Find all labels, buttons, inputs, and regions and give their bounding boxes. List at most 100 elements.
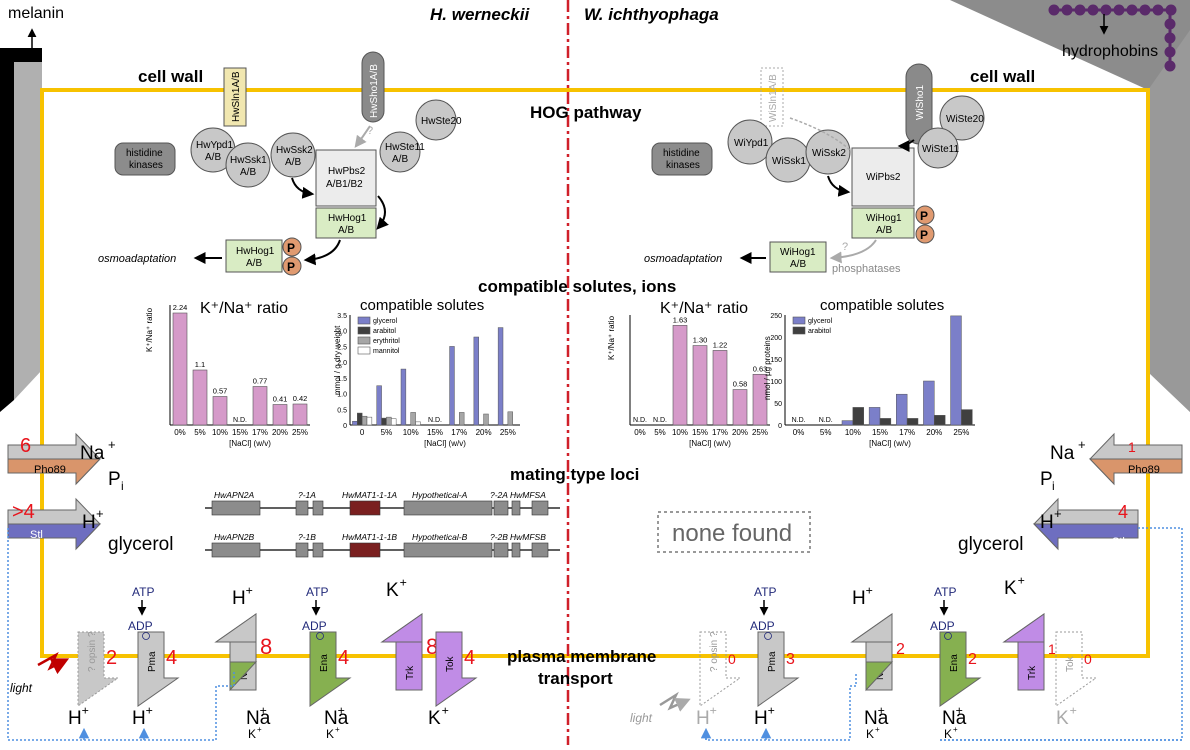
- chart-xtick-0-6: 25%: [292, 428, 308, 437]
- chart-datalabel-0-3: N.D.: [233, 417, 247, 424]
- ena-right-na-ion: Na: [942, 708, 967, 729]
- chart-bar-1-0-5: [473, 336, 479, 426]
- chart-xtick-0-5: 20%: [272, 428, 288, 437]
- svg-text:Na: Na: [80, 443, 105, 464]
- arrow-wisho1-pbs2: [897, 139, 915, 152]
- hydrophobin-bead-8: [1152, 4, 1164, 16]
- wissk2-label: WiSsk2: [812, 148, 846, 159]
- chart-datalabel-0-6: 0.42: [293, 394, 308, 403]
- chart-bar-1-2-6: [507, 411, 513, 426]
- svg-text:Stl: Stl: [1112, 536, 1125, 548]
- chart-bar-1-2-5: [483, 413, 489, 426]
- ena-left-atp: ATP: [306, 585, 328, 599]
- opsin-left-count: 2: [106, 647, 117, 669]
- chart-xtick-0-1: 5%: [194, 428, 206, 437]
- pma-left-adp: ADP: [128, 619, 153, 633]
- wipbs2-box: [851, 147, 915, 207]
- chart-bar-1-1-1: [381, 417, 387, 426]
- mating-label-1-5: HwMFSB: [510, 532, 546, 542]
- mating-gene-1-6: [511, 542, 521, 558]
- hog-pathway-heading: HOG pathway: [530, 103, 642, 122]
- chart-ytick-3-1: 50: [774, 401, 782, 408]
- chart-title-1: compatible solutes: [360, 297, 484, 314]
- hwste20-label: HwSte20: [421, 116, 462, 127]
- chart-bar-3-1-2: [852, 407, 864, 426]
- chart-xtick-3-1: 5%: [820, 428, 832, 437]
- chart-xtick-2-6: 25%: [752, 428, 768, 437]
- trk-left-count: 8: [426, 634, 438, 659]
- chart-xlabel-3: [NaCl] (w/v): [869, 439, 911, 448]
- chart-title-0: K⁺/Na⁺ ratio: [200, 300, 288, 317]
- chart-ytick-3-3: 150: [770, 357, 782, 364]
- ena-right-label: Ena: [949, 654, 960, 672]
- species-right-title: W. ichthyophaga: [584, 5, 719, 24]
- ena-left-adp: ADP: [302, 619, 327, 633]
- chart-datalabel-2-4: 1.22: [713, 340, 728, 349]
- chart-bar-3-1-4: [906, 418, 919, 426]
- chart-bar-1-0-6: [497, 327, 504, 426]
- chart-legend-swatch-3-1: [792, 326, 806, 335]
- cell-wall-label-right: cell wall: [970, 67, 1035, 86]
- hwsln1-box: [223, 67, 247, 127]
- chart-datalabel-2-0: N.D.: [633, 417, 647, 424]
- arrow-pbs2-hog1: [376, 195, 389, 230]
- cell-wall-left-black: [0, 48, 42, 412]
- svg-text:+: +: [96, 506, 104, 521]
- mating-gene-0-4: [403, 500, 493, 516]
- ena-left-na-ion-sub: K: [326, 727, 334, 741]
- svg-text:+: +: [108, 437, 116, 452]
- tok-right-body: [1055, 631, 1098, 707]
- hwsho1-box: [361, 51, 385, 123]
- pho89-count-right: 1: [1128, 439, 1136, 455]
- phospho-2-left: [282, 256, 302, 276]
- chart-bar-2-3: [692, 345, 708, 426]
- chart-ytick-1-0: 0: [343, 423, 347, 430]
- hwsln1-label: HwSln1A/B: [231, 71, 242, 122]
- hwhog1p-sub: A/B: [246, 258, 262, 269]
- svg-text:+: +: [1054, 506, 1062, 521]
- nha-left-na-ion-sub: K: [248, 727, 256, 741]
- hydrophobin-bead-11: [1164, 32, 1176, 44]
- pma-left-ion: H: [132, 708, 146, 729]
- chart-xtick-0-3: 15%: [232, 428, 248, 437]
- nha-right-na-ion-plus: +: [878, 704, 885, 718]
- chart-bar-3-0-6: [950, 315, 962, 426]
- mating-gene-0-7: [531, 500, 549, 516]
- osmoadaptation-label-left: osmoadaptation: [98, 253, 176, 265]
- hog-pathway-right: WiSln1A/B WiSho1 WiSte20 WiSte11 WiYpd1 …: [644, 63, 985, 275]
- kinases-label-right: kinases: [666, 160, 700, 171]
- ena-right-count: 2: [968, 651, 977, 668]
- nha-left-na-ion-sub-plus: +: [257, 725, 262, 734]
- trk-left-k-ion-plus: +: [400, 576, 407, 590]
- ena-left-na-ion: Na: [324, 708, 349, 729]
- chart-bar-1-2-1: [386, 416, 392, 426]
- hydrophobin-bead-7: [1139, 4, 1151, 16]
- pma-left-pi-circle: [142, 632, 150, 640]
- nha-left-tip: [214, 613, 257, 643]
- wisho1-label: WiSho1: [915, 85, 926, 120]
- hydrophobin-bead-3: [1087, 4, 1099, 16]
- nha-left-h-ion: H: [232, 588, 246, 609]
- chart-xtick-1-4: 17%: [451, 428, 467, 437]
- wiypd1-label: WiYpd1: [734, 138, 769, 149]
- chart-bar-3-0-5: [923, 380, 935, 426]
- compatible-solutes-heading: compatible solutes, ions: [478, 277, 676, 296]
- chart-datalabel-0-0: 2.24: [173, 303, 188, 312]
- chart-datalabel-0-1: 1.1: [195, 360, 205, 369]
- wisln1-label: WiSln1A/B: [768, 74, 779, 122]
- chart-bar-1-3-0: [366, 416, 373, 426]
- hydrophobin-bead-2: [1074, 4, 1086, 16]
- chart-legend-label-3-1: arabitol: [808, 328, 831, 335]
- nha-right-na-ion: Na: [864, 708, 889, 729]
- chart-xtick-0-2: 10%: [212, 428, 228, 437]
- chart-bar-3-1-6: [961, 409, 973, 426]
- hwssk1-node: [225, 142, 271, 188]
- svg-text:H: H: [1040, 512, 1054, 533]
- ena-right-body: [939, 631, 982, 707]
- proton-loops: [7, 527, 1183, 742]
- hwhog1-label: HwHog1: [328, 213, 367, 224]
- chart-ytick-1-4: 2.0: [337, 360, 347, 367]
- trk-right-k-ion: K: [1004, 578, 1017, 599]
- hydrophobin-bead-1: [1061, 4, 1073, 16]
